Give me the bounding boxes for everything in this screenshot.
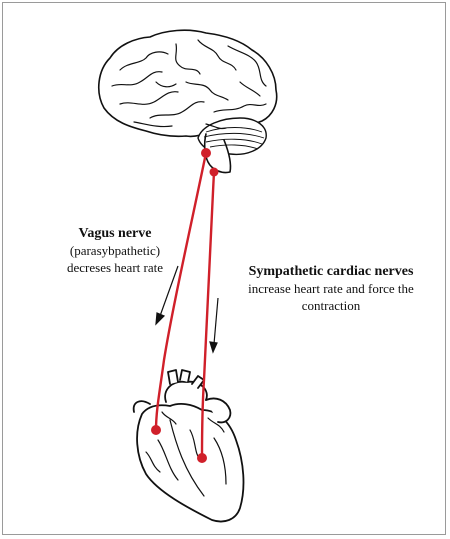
vagus-heart-node: [151, 425, 161, 435]
sympathetic-heart-node: [197, 453, 207, 463]
vagus-subtitle: (parasybpathetic): [40, 242, 190, 259]
sympathetic-effect-line1: increase heart rate and force the: [222, 280, 440, 297]
sympathetic-origin-node: [210, 168, 219, 177]
brain-icon: [99, 30, 277, 172]
arrow-down-icon: [210, 298, 218, 352]
heart-icon: [134, 370, 244, 522]
sympathetic-effect-line2: contraction: [222, 297, 440, 314]
vagus-title: Vagus nerve: [40, 225, 190, 242]
sympathetic-nerve-label: Sympathetic cardiac nerves increase hear…: [222, 263, 440, 314]
vagus-origin-node: [201, 148, 211, 158]
sympathetic-title: Sympathetic cardiac nerves: [222, 263, 440, 280]
vagus-effect: decreses heart rate: [40, 259, 190, 276]
vagus-nerve-label: Vagus nerve (parasybpathetic) decreses h…: [40, 225, 190, 276]
